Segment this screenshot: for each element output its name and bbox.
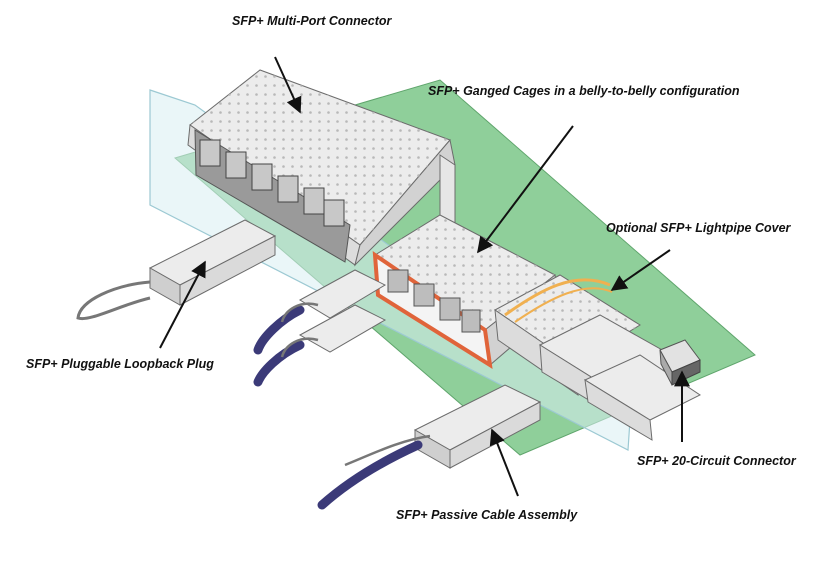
passive-cable-assembly — [317, 384, 542, 510]
label-ganged-cages: SFP+ Ganged Cages in a belly-to-belly co… — [428, 84, 740, 98]
arrow-loopback — [159, 260, 206, 349]
label-multiport-connector: SFP+ Multi-Port Connector — [232, 14, 392, 28]
arrow-passive — [489, 428, 519, 497]
label-loopback-plug: SFP+ Pluggable Loopback Plug — [26, 357, 214, 371]
label-passive-cable-assembly: SFP+ Passive Cable Assembly — [396, 508, 578, 522]
callout-arrows — [159, 56, 690, 497]
lightpipe — [504, 278, 611, 317]
label-20-circuit-connector: SFP+ 20-Circuit Connector — [637, 454, 796, 468]
multiport-connector — [187, 69, 456, 267]
arrow-lightpipe — [610, 249, 671, 291]
attached-cables — [253, 269, 387, 387]
lightpipe-cages — [494, 274, 701, 441]
loopback-plug — [76, 219, 277, 321]
label-lightpipe-cover: Optional SFP+ Lightpipe Cover — [606, 221, 791, 235]
arrow-ganged — [477, 125, 574, 254]
arrow-multiport — [274, 56, 302, 114]
